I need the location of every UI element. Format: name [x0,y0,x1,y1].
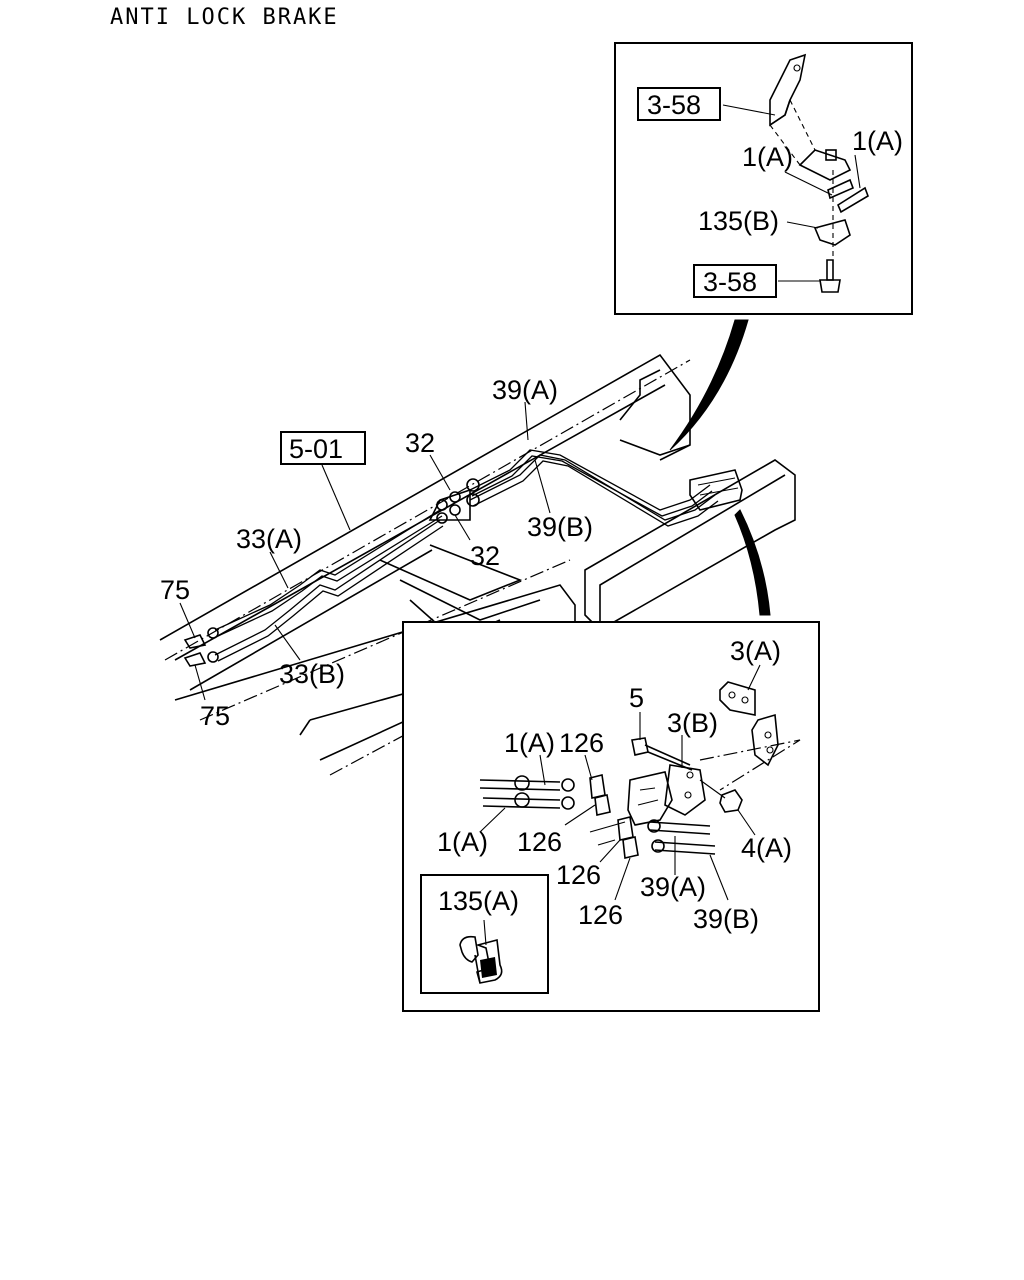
label-3b: 3(B) [667,708,718,738]
label-33a: 33(A) [236,524,302,554]
label-32-lower: 32 [470,541,500,571]
label-39b-main: 39(B) [527,512,593,542]
bottom-detail-drawing [479,664,801,901]
label-75-lower: 75 [200,701,230,731]
arrow-to-top-detail [669,319,749,451]
page-title: ANTI LOCK BRAKE [110,5,339,30]
label-1a-detail-top: 1(A) [504,728,555,758]
ref-5-01: 5-01 [289,434,343,464]
label-1a-top-right: 1(A) [852,126,903,156]
leader-lines [179,401,551,701]
label-126-top: 126 [559,728,604,758]
brake-tubes [183,449,743,667]
ref-3-58-bottom: 3-58 [703,267,757,297]
label-39b-detail: 39(B) [693,904,759,934]
label-3a: 3(A) [730,636,781,666]
arrow-to-bottom-detail [734,509,771,616]
label-4a: 4(A) [741,833,792,863]
label-5: 5 [629,683,644,713]
ref-box-3-58-bottom [693,264,777,298]
label-135b: 135(B) [698,206,779,236]
ref-box-5-01 [280,431,366,465]
clip-135a-drawing [459,919,503,984]
label-135a: 135(A) [438,886,519,916]
label-126-low: 126 [556,860,601,890]
ref-3-58-top: 3-58 [647,90,701,120]
top-detail-drawing [722,53,869,293]
label-1a-detail-bottom: 1(A) [437,827,488,857]
label-33b: 33(B) [279,659,345,689]
ref-box-3-58-top [637,87,721,121]
label-126-bottom: 126 [578,900,623,930]
label-1a-top-left: 1(A) [742,142,793,172]
label-39a-main: 39(A) [492,375,558,405]
label-39a-detail: 39(A) [640,872,706,902]
label-32-upper: 32 [405,428,435,458]
label-75-upper: 75 [160,575,190,605]
label-126-mid: 126 [517,827,562,857]
